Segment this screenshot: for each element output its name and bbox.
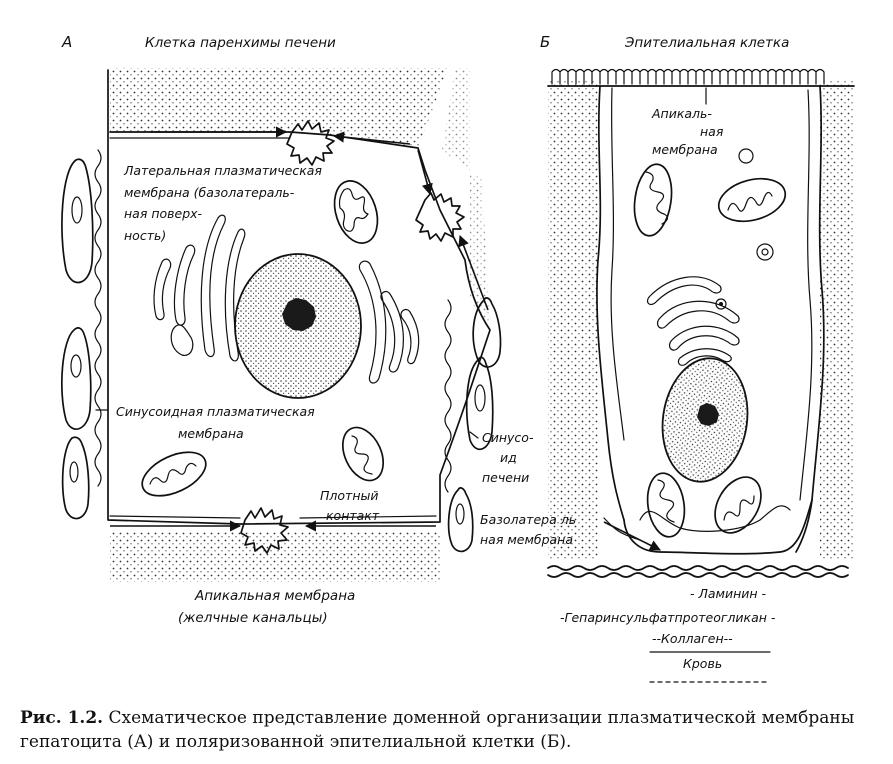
- arrow-right-up: [458, 234, 489, 311]
- tight-junction-label: Плотный контакт: [320, 488, 382, 523]
- layer-blood: Кровь: [683, 656, 722, 671]
- epithelial-left-border-inner: [610, 87, 625, 441]
- figure-number: Рис. 1.2.: [20, 708, 104, 728]
- pointer-sinusoid: [469, 431, 479, 439]
- basal-membrane-fold: [623, 499, 813, 555]
- panel-b-letter: Б: [540, 33, 550, 51]
- hepatocyte-nucleolus: [282, 298, 316, 331]
- bile-canaliculus-bottom: [240, 507, 289, 554]
- mitochondrion-b4: [714, 476, 762, 534]
- vesicle-b3: [761, 248, 769, 256]
- adjacent-cell-bottom: [110, 532, 440, 582]
- panel-b: Б Эпителиальная клетка: [480, 33, 855, 683]
- vesicle-b1: [738, 148, 754, 164]
- microvilli: [551, 68, 825, 85]
- membrane-line-bottom: [109, 515, 241, 519]
- layer-collagen: --Коллаген--: [652, 631, 733, 646]
- golgi-b: [646, 276, 740, 366]
- adjacent-cell-top: [110, 68, 448, 148]
- mitochondrion-a3: [341, 426, 385, 482]
- epithelial-nucleolus: [697, 403, 719, 426]
- bile-canaliculus-top: [286, 120, 335, 166]
- membrane-line-right: [299, 515, 437, 519]
- epithelial-right-border: [795, 85, 825, 553]
- mitochondrion-b2: [717, 177, 787, 223]
- hepatocyte-outline: [107, 69, 491, 525]
- sinusoid-membrane-label: Синусоидная плазматическая мембрана: [116, 404, 319, 441]
- wavy-sinusoid-left: [94, 149, 102, 487]
- mitochondrion-b1: [633, 163, 673, 237]
- neighbour-cell-right: [820, 80, 854, 560]
- sinusoid-label: Синусо- ид печени: [482, 430, 537, 485]
- epithelial-right-border-inner: [799, 89, 813, 501]
- panel-b-top-label: Эпителиальная клетка: [624, 35, 789, 51]
- endothelium-left: [61, 158, 94, 520]
- vesicle-b2: [756, 243, 774, 261]
- arrow-right-down: [417, 149, 433, 196]
- endothelium-right: [447, 297, 502, 553]
- figure-caption: Рис. 1.2. Схематическое представление до…: [20, 706, 880, 754]
- mitochondrion-b3: [646, 472, 686, 538]
- mitochondrion-a1: [333, 180, 379, 244]
- epithelial-left-border: [596, 85, 625, 521]
- lateral-membrane-label: Латеральная плазматическая мембрана (баз…: [123, 163, 326, 243]
- basal-inner-fold: [639, 505, 791, 532]
- bile-canaliculus-right: [415, 192, 465, 242]
- layer-laminin: - Ламинин -: [690, 586, 767, 601]
- neighbour-cell-left: [548, 80, 598, 560]
- panel-a-top-label: Клетка паренхимы печени: [145, 35, 336, 51]
- mitochondrion-a2: [141, 451, 207, 497]
- adjacent-cell-top-right: [442, 68, 490, 330]
- basolateral-membrane-label: Базолатера ль ная мембрана: [480, 512, 580, 547]
- arrow-top-right: [332, 131, 411, 145]
- wavy-sinusoid-right: [444, 299, 452, 493]
- apical-membrane-a-label: Апикальная мембрана (желчные канальцы): [178, 588, 360, 626]
- pointer-basolateral-b2: [603, 521, 662, 551]
- layer-heparan-sulfate: -Гепаринсульфатпротеогликан -: [560, 610, 776, 625]
- er-membranes-a: [153, 214, 420, 384]
- basement-membrane: [547, 565, 849, 578]
- panel-a-letter: А: [61, 33, 72, 51]
- panel-a: А Клетка паренхимы печени: [61, 33, 537, 626]
- caption-text: Схематическое представление доменной орг…: [20, 708, 855, 752]
- apical-membrane-b-label: Апикаль- ная мембрана: [651, 106, 727, 157]
